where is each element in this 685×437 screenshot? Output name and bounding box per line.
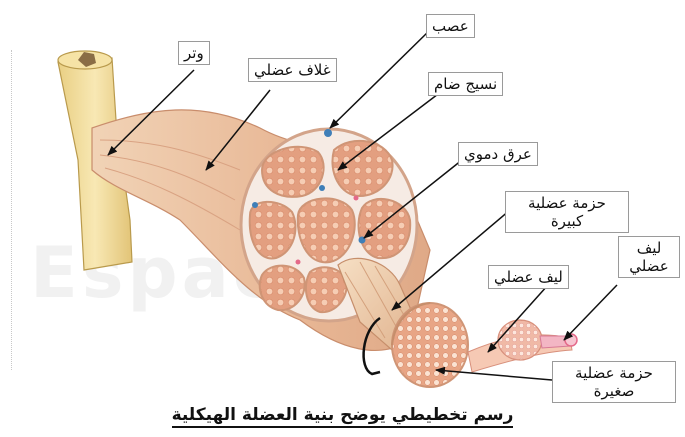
label-tendon: وتر — [178, 41, 210, 65]
diagram-caption: رسم تخطيطي يوضح بنية العضلة الهيكلية — [0, 405, 685, 425]
nerve-dot — [324, 129, 332, 137]
nerve-arrow — [330, 30, 430, 128]
fiber-right-arrow — [564, 285, 617, 340]
label-fiber-right: ليف عضلي — [618, 236, 680, 278]
label-blood-vessel: عرق دموي — [458, 142, 538, 166]
label-sheath: غلاف عضلي — [248, 58, 337, 82]
label-fiber-mid: ليف عضلي — [488, 265, 569, 289]
label-connective-tissue: نسيج ضام — [428, 72, 503, 96]
label-nerve: عصب — [426, 14, 475, 38]
label-small-bundle: حزمة عضلية صغيرة — [552, 361, 676, 403]
caption-text: رسم تخطيطي يوضح بنية العضلة الهيكلية — [172, 405, 514, 428]
label-large-bundle: حزمة عضلية كبيرة — [505, 191, 629, 233]
